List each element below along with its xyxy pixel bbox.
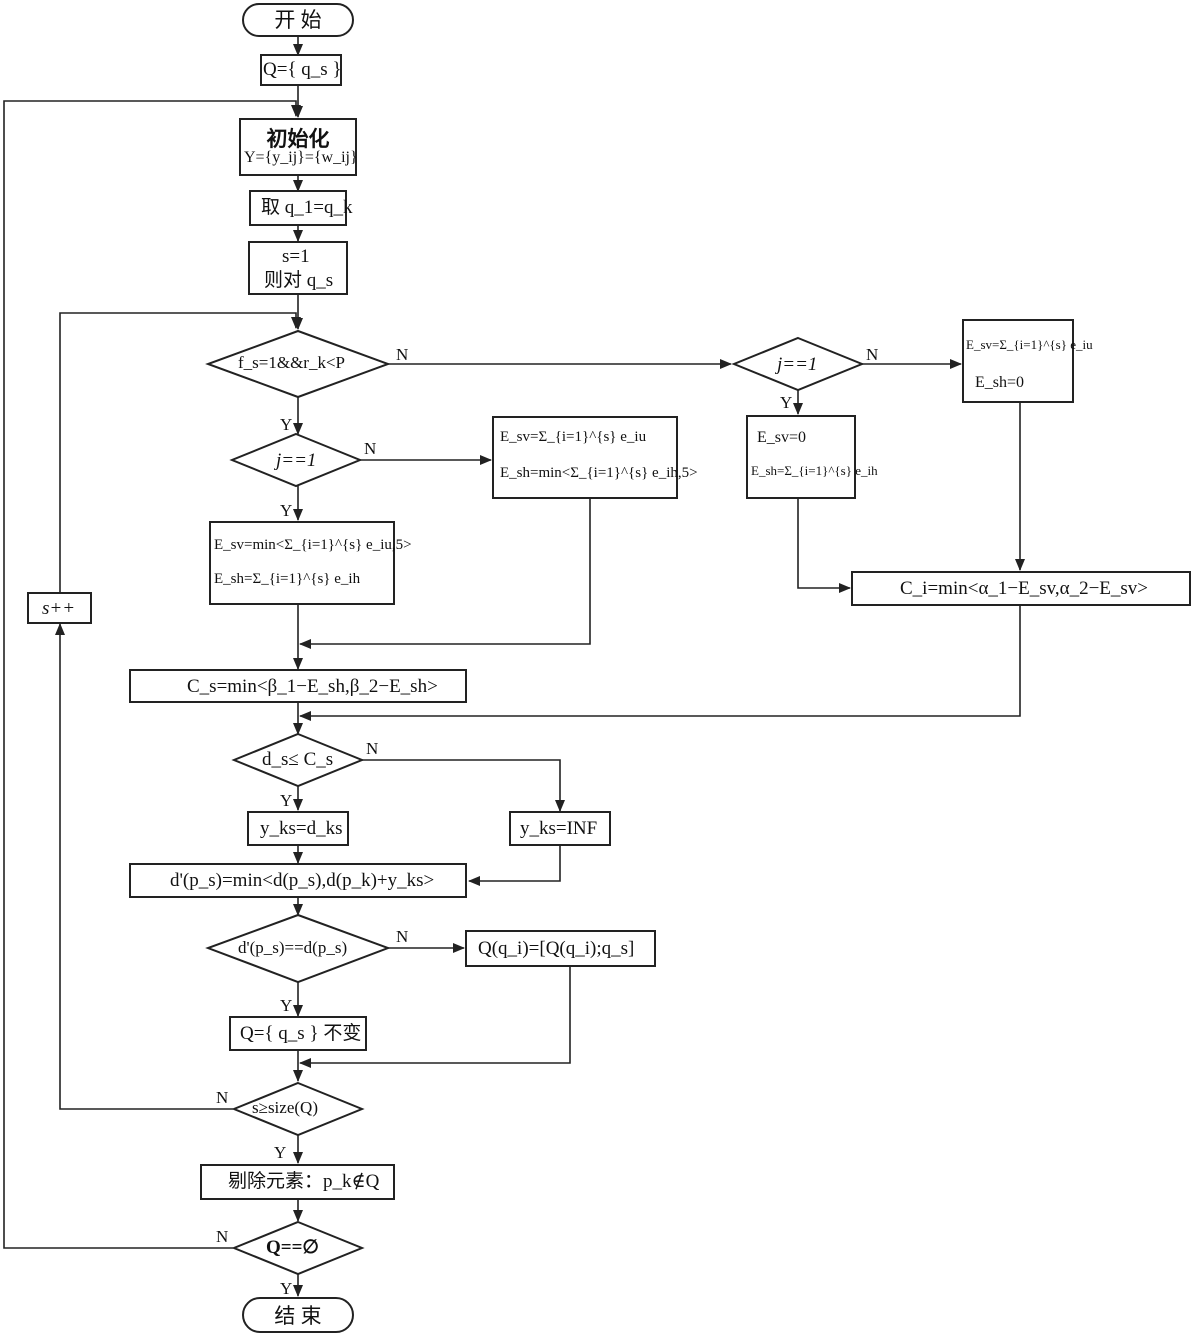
box-b <box>492 416 678 499</box>
y-ks-inf-label: y_ks=INF <box>520 818 598 839</box>
then-qs-label: 则对 q_s <box>264 270 334 291</box>
box-d-line2: E_sh=0 <box>975 374 1025 391</box>
cond-size-label: s≥size(Q) <box>252 1098 318 1117</box>
edge-ci-merge <box>299 605 1021 721</box>
s-eq-1-label: s=1 <box>282 246 310 267</box>
s-eq-1-box <box>248 241 348 295</box>
box-d <box>962 319 1074 403</box>
s-inc-box <box>27 592 92 624</box>
label-n: N <box>216 1088 228 1107</box>
edge-boxb-merge <box>299 498 591 649</box>
cond-d-diamond <box>231 732 365 788</box>
shapes <box>27 3 1191 1333</box>
edge-inf-dupd <box>468 845 561 886</box>
ci-box <box>851 571 1191 606</box>
label-n: N <box>366 739 378 758</box>
init-label: 初始化 <box>267 127 330 151</box>
label-y: Y <box>274 1143 286 1162</box>
label-y: Y <box>280 996 292 1015</box>
start-terminal <box>242 3 354 37</box>
y-init-label: Y={y_ij}={w_ij} <box>244 149 358 166</box>
box-c-line1: E_sv=0 <box>757 429 807 446</box>
init-box <box>239 118 357 176</box>
cond-main-label: f_s=1&&r_k<P <box>238 353 346 372</box>
cond-empty-diamond <box>231 1220 365 1276</box>
cs-label: C_s=min<β_1−E_sh,β_2−E_sh> <box>187 676 438 697</box>
remove-box <box>200 1164 395 1200</box>
y-ks-d-box <box>247 811 349 846</box>
cond-eq-diamond <box>205 913 391 984</box>
ci-label: C_i=min<α_1−E_sv,α_2−E_sv> <box>900 578 1149 599</box>
box-d-line1: E_sv=Σ_{i=1}^{s} e_iu <box>966 337 1093 352</box>
box-b-line1: E_sv=Σ_{i=1}^{s} e_iu <box>500 429 647 445</box>
q-unchanged-label: Q={ q_s } 不变 <box>240 1023 362 1044</box>
cond-main-diamond <box>205 329 391 399</box>
take-q1-box <box>249 190 347 226</box>
box-a <box>209 521 395 605</box>
remove-label: 剔除元素：p_k∉Q <box>228 1171 380 1192</box>
node-labels: 开 始 初始化 结 束 <box>267 8 330 1328</box>
d-update-box <box>129 863 467 898</box>
edge-sinc-loop <box>59 312 301 592</box>
q-unchanged-box <box>229 1016 367 1051</box>
q-append-label: Q(q_i)=[Q(q_i);q_s] <box>478 938 635 959</box>
end-label: 结 束 <box>274 1304 321 1328</box>
cond-j-right-label: j==1 <box>777 354 818 375</box>
box-c <box>746 415 856 499</box>
label-n: N <box>866 345 878 364</box>
end-terminal <box>242 1297 354 1333</box>
label-y: Y <box>280 501 292 520</box>
label-n: N <box>216 1227 228 1246</box>
connectors <box>3 36 1025 1297</box>
cs-box <box>129 669 467 703</box>
label-n: N <box>396 927 408 946</box>
cond-j-right-diamond <box>731 336 865 392</box>
cond-eq-label: d'(p_s)==d(p_s) <box>238 938 348 957</box>
yes-no-labels: N N N N N N N Y Y Y Y Y Y Y <box>216 345 878 1298</box>
cond-empty-label: Q==∅ <box>266 1237 319 1258</box>
q-init-label: Q={ q_s } <box>263 59 342 80</box>
d-update-label: d'(p_s)=min<d(p_s),d(p_k)+y_ks> <box>170 870 435 891</box>
y-ks-d-label: y_ks=d_ks <box>260 818 343 839</box>
box-a-line1: E_sv=min<Σ_{i=1}^{s} e_iu,5> <box>214 537 412 553</box>
label-y: Y <box>280 415 292 434</box>
label-y: Y <box>280 1279 292 1298</box>
edge-boxc-ci <box>797 498 851 593</box>
cond-d-label: d_s≤ C_s <box>262 749 334 770</box>
label-y: Y <box>280 791 292 810</box>
box-c-line2: E_sh=Σ_{i=1}^{s} e_ih <box>751 463 878 478</box>
label-n: N <box>396 345 408 364</box>
label-y: Y <box>780 393 792 412</box>
edge-condd-inf <box>362 759 565 812</box>
y-ks-inf-box <box>509 811 611 846</box>
cond-j-label: j==1 <box>276 450 317 471</box>
edge-condsize-sinc <box>55 623 233 1110</box>
take-q1-label: 取 q_1=q_k <box>261 197 353 218</box>
s-inc-label: s++ <box>42 598 76 619</box>
cond-size-diamond <box>231 1081 365 1137</box>
q-append-box <box>465 930 656 967</box>
box-a-line2: E_sh=Σ_{i=1}^{s} e_ih <box>214 571 361 587</box>
box-b-line2: E_sh=min<Σ_{i=1}^{s} e_ih,5> <box>500 465 698 481</box>
q-init-box <box>260 54 342 86</box>
edge-append-merge <box>299 966 571 1068</box>
edge-condempty-outer <box>3 100 301 1249</box>
label-n: N <box>364 439 376 458</box>
cond-j-diamond <box>229 432 363 488</box>
start-label: 开 始 <box>274 8 321 32</box>
